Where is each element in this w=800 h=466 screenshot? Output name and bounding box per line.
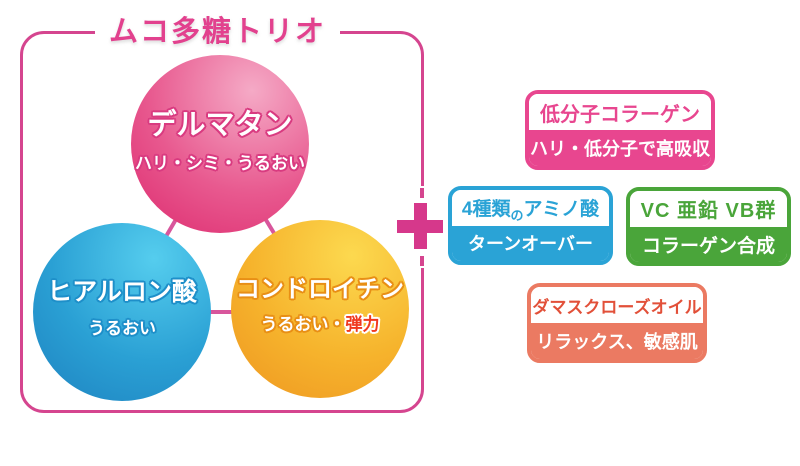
circle-dermatan-name: デルマタン	[147, 108, 293, 141]
circle-hyaluronic-name: ヒアルロン酸	[47, 277, 197, 306]
card-damask-rose-oil: ダマスクローズオイル リラックス、敏感肌	[527, 283, 707, 363]
circle-chondroitin-benefit-prefix: うるおい・	[260, 315, 346, 334]
circle-chondroitin-name: コンドロイチン	[236, 276, 404, 303]
card-amino-name-small: の	[510, 207, 524, 223]
card-rose-benefit: リラックス、敏感肌	[531, 323, 703, 359]
frame-dash-top	[420, 188, 424, 198]
card-amino-acids: 4種類のアミノ酸 ターンオーバー	[448, 186, 613, 265]
circle-dermatan: デルマタン ハリ・シミ・うるおい	[131, 55, 309, 233]
card-amino-name: 4種類のアミノ酸	[452, 190, 609, 226]
connector-hyaluronic-chondroitin	[122, 310, 320, 314]
panel-title: ムコ多糖トリオ	[108, 16, 326, 48]
circle-dermatan-benefit: ハリ・シミ・うるおい	[135, 153, 305, 173]
card-low-molecular-collagen: 低分子コラーゲン ハリ・低分子で高吸収	[525, 90, 715, 170]
card-rose-name: ダマスクローズオイル	[531, 287, 703, 323]
card-amino-benefit: ターンオーバー	[452, 225, 609, 261]
card-vitamin-benefit: コラーゲン合成	[630, 226, 787, 262]
circle-chondroitin-benefit-highlight: 弾力	[345, 315, 380, 334]
frame-dash-bottom	[420, 256, 424, 266]
plus-icon-horizontal-bar	[397, 220, 443, 233]
frame-title-gap	[95, 28, 340, 40]
card-amino-name-pre: 4種類	[461, 199, 511, 221]
card-vitamin-name: VC 亜鉛 VB群	[630, 191, 787, 227]
card-vitamins-zinc: VC 亜鉛 VB群 コラーゲン合成	[626, 187, 791, 266]
card-collagen-benefit: ハリ・低分子で高吸収	[529, 130, 711, 166]
circle-chondroitin: コンドロイチン うるおい・弾力	[231, 220, 409, 398]
circle-chondroitin-benefit: うるおい・弾力	[261, 310, 380, 335]
card-collagen-name: 低分子コラーゲン	[529, 94, 711, 130]
circle-hyaluronic-acid: ヒアルロン酸 うるおい	[33, 223, 211, 401]
card-amino-name-post: アミノ酸	[523, 199, 600, 221]
circle-hyaluronic-benefit: うるおい	[88, 318, 156, 338]
